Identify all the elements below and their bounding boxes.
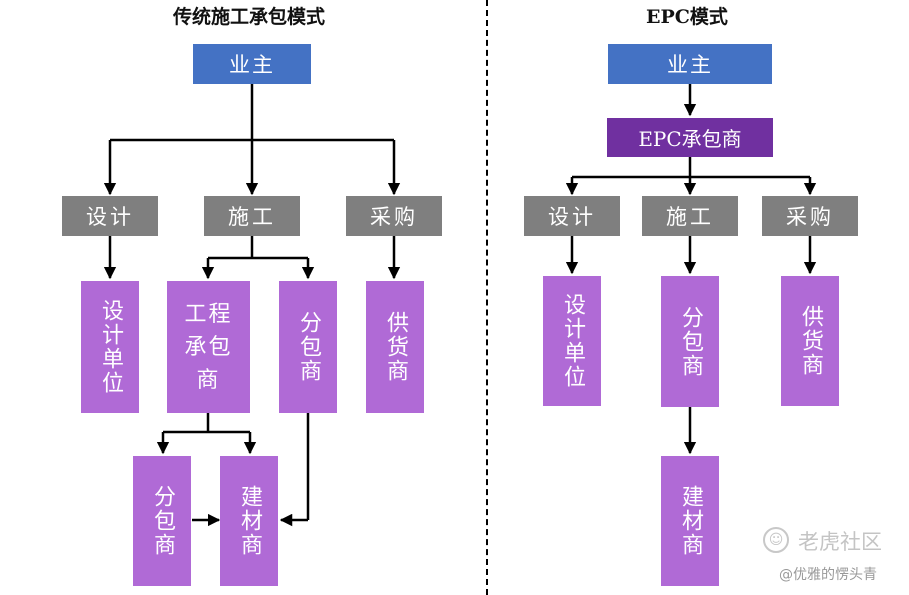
section-divider xyxy=(486,0,488,595)
left-design-unit-box: 设计单位 xyxy=(81,281,139,413)
left-sub-subcontractor-box: 分包商 xyxy=(133,456,191,586)
right-subcontractor-box: 分包商 xyxy=(661,276,719,407)
left-subcontractor-box: 分包商 xyxy=(279,281,337,413)
left-engineering-contractor-box: 工程承包商 xyxy=(167,281,250,413)
right-title: EPC模式 xyxy=(646,6,728,28)
right-owner-box: 业主 xyxy=(608,44,772,84)
right-supplier-box: 供货商 xyxy=(781,276,839,406)
right-design-unit-box: 设计单位 xyxy=(543,276,601,406)
watermark-text: 老虎社区 xyxy=(798,530,882,554)
watermark-user: @优雅的愣头青 xyxy=(779,567,877,583)
right-design-box: 设计 xyxy=(524,196,620,236)
left-owner-box: 业主 xyxy=(193,44,311,84)
left-procurement-box: 采购 xyxy=(346,196,442,236)
left-supplier-box: 供货商 xyxy=(366,281,424,413)
right-construction-box: 施工 xyxy=(642,196,738,236)
left-construction-box: 施工 xyxy=(204,196,300,236)
right-epc-contractor-box: EPC承包商 xyxy=(607,118,773,157)
left-design-box: 设计 xyxy=(62,196,158,236)
left-title: 传统施工承包模式 xyxy=(173,6,326,28)
left-builder-box: 建材商 xyxy=(220,456,278,586)
watermark-logo-icon: ☺ xyxy=(763,527,789,553)
right-builder-box: 建材商 xyxy=(661,456,719,586)
right-procurement-box: 采购 xyxy=(762,196,858,236)
